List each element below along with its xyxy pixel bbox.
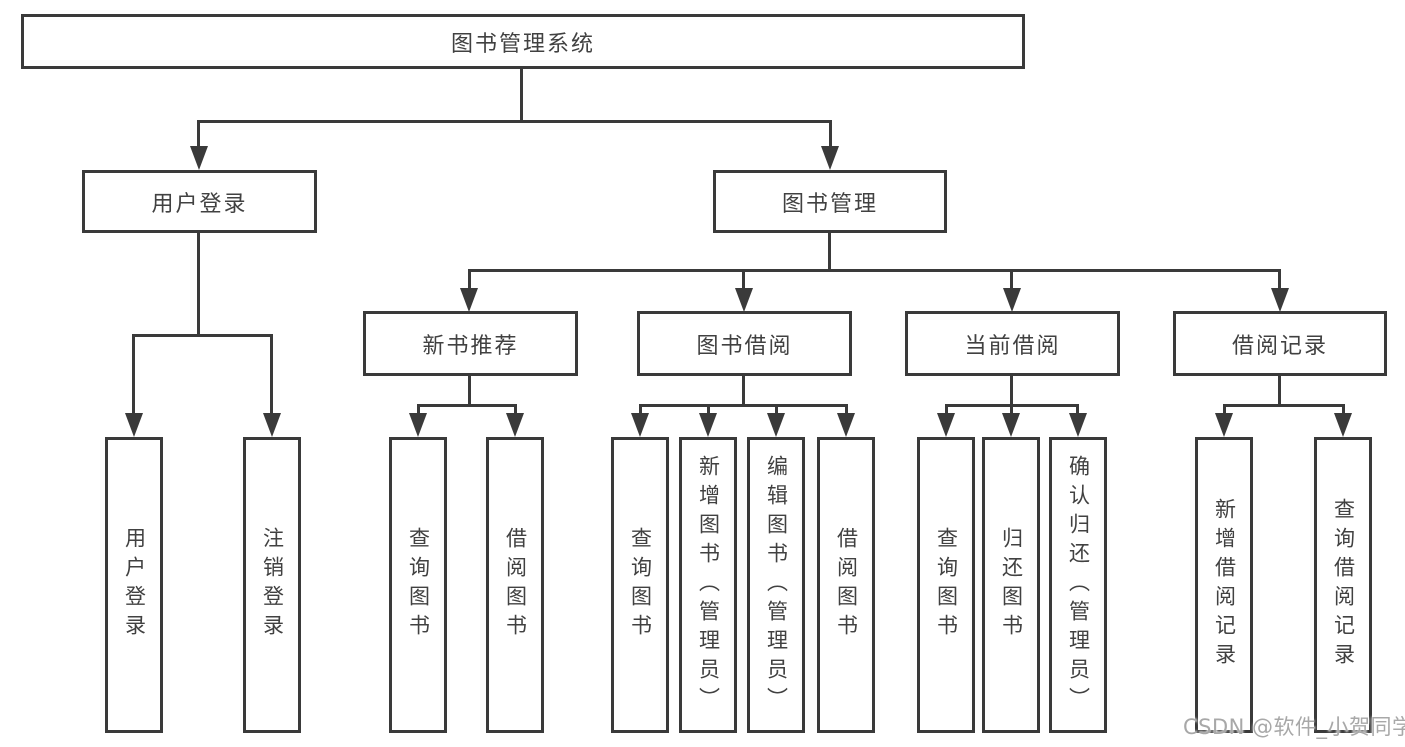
connector-g3-a1 [945,404,948,416]
connector-g1-rail [417,404,517,407]
connector-g3-a3 [1076,404,1079,416]
leaf-borrow-books-2: 借阅图书 [817,437,875,733]
node-library-system: 图书管理系统 [21,14,1025,69]
arrowhead-g2-a3 [767,413,785,437]
arrowhead-g2-a2 [699,413,717,437]
leaf-query-books-1: 查询图书 [389,437,447,733]
node-current-borrowing-label: 当前借阅 [964,333,1061,359]
node-user-login-label: 用户登录 [151,191,248,217]
connector-g2-rail [639,404,847,407]
node-current-borrowing: 当前借阅 [905,311,1120,376]
leaf-logout: 注销登录 [243,437,301,733]
connector-g3-a2 [1010,404,1013,416]
leaf-edit-books-admin-label: 编辑图书（管理员） [764,454,789,716]
leaf-confirm-return-admin-label: 确认归还（管理员） [1066,454,1091,716]
arrowhead-leaf-logout [263,413,281,437]
leaf-query-borrow-record-label: 查询借阅记录 [1331,498,1356,672]
arrowhead-g3-a2 [1002,413,1020,437]
connector-g4-rail [1223,404,1344,407]
leaf-return-books: 归还图书 [982,437,1040,733]
connector-book-management-stem [828,233,831,271]
connector-user-login-stem [197,233,200,336]
arrowhead-book-management [821,146,839,170]
leaf-add-borrow-record-label: 新增借阅记录 [1212,498,1237,672]
leaf-query-books-3: 查询图书 [917,437,975,733]
connector-g4-stem [1278,376,1281,407]
arrowhead-g1-a2 [506,413,524,437]
node-book-borrowing-label: 图书借阅 [696,333,793,359]
connector-g1-stem [468,376,471,407]
connector-g1-a2 [514,404,517,416]
connector-g2-a1 [639,404,642,416]
leaf-borrow-books-1: 借阅图书 [486,437,544,733]
leaf-logout-label: 注销登录 [260,527,285,643]
leaf-add-books-admin: 新增图书（管理员） [679,437,737,733]
leaf-borrow-books-2-label: 借阅图书 [834,527,859,643]
arrowhead-g3-a3 [1069,413,1087,437]
connector-user-login-rail [134,334,272,337]
connector-level2-rail [198,120,831,123]
arrowhead-g2-a1 [631,413,649,437]
connector-to-leaf-user-login [132,334,135,415]
leaf-query-books-3-label: 查询图书 [934,527,959,643]
connector-g2-stem [742,376,745,407]
arrowhead-new-book-recommend [460,288,478,312]
leaf-edit-books-admin: 编辑图书（管理员） [747,437,805,733]
arrowhead-borrowing-records [1271,288,1289,312]
node-user-login: 用户登录 [82,170,317,233]
leaf-borrow-books-1-label: 借阅图书 [503,527,528,643]
arrowhead-leaf-user-login [125,413,143,437]
leaf-query-books-1-label: 查询图书 [406,527,431,643]
connector-g1-a1 [417,404,420,416]
connector-g4-a1 [1223,404,1226,416]
connector-to-user-login [197,120,200,150]
connector-level3-rail [469,269,1281,272]
connector-g2-a3 [775,404,778,416]
leaf-user-login-label: 用户登录 [122,527,147,643]
connector-g2-a4 [845,404,848,416]
connector-to-current-borrowing [1010,269,1013,292]
node-library-system-label: 图书管理系统 [450,31,595,57]
node-book-management: 图书管理 [713,170,947,233]
leaf-query-books-2: 查询图书 [611,437,669,733]
arrowhead-g2-a4 [837,413,855,437]
arrowhead-g4-a2 [1334,413,1352,437]
arrowhead-current-borrowing [1003,288,1021,312]
connector-to-borrowing-records [1278,269,1281,292]
connector-to-new-book-recommend [468,269,471,292]
leaf-query-books-2-label: 查询图书 [628,527,653,643]
connector-to-book-borrowing [742,269,745,292]
connector-to-leaf-logout [270,334,273,415]
node-borrowing-records: 借阅记录 [1173,311,1387,376]
arrowhead-g1-a1 [409,413,427,437]
connector-trunk [520,69,523,122]
node-borrowing-records-label: 借阅记录 [1231,333,1328,359]
node-book-borrowing: 图书借阅 [637,311,852,376]
arrowhead-user-login [190,146,208,170]
arrowhead-g3-a1 [937,413,955,437]
leaf-confirm-return-admin: 确认归还（管理员） [1049,437,1107,733]
connector-to-book-management [829,120,832,150]
connector-g3-stem [1010,376,1013,407]
node-new-book-recommend-label: 新书推荐 [422,333,519,359]
arrowhead-book-borrowing [735,288,753,312]
leaf-user-login: 用户登录 [105,437,163,733]
node-book-management-label: 图书管理 [781,191,878,217]
leaf-add-borrow-record: 新增借阅记录 [1195,437,1253,733]
leaf-query-borrow-record: 查询借阅记录 [1314,437,1372,733]
connector-g4-a2 [1342,404,1345,416]
csdn-watermark: CSDN @软件_小贺同学 [1183,715,1405,739]
arrowhead-g4-a1 [1215,413,1233,437]
leaf-return-books-label: 归还图书 [999,527,1024,643]
node-new-book-recommend: 新书推荐 [363,311,578,376]
leaf-add-books-admin-label: 新增图书（管理员） [696,454,721,716]
connector-g2-a2 [707,404,710,416]
